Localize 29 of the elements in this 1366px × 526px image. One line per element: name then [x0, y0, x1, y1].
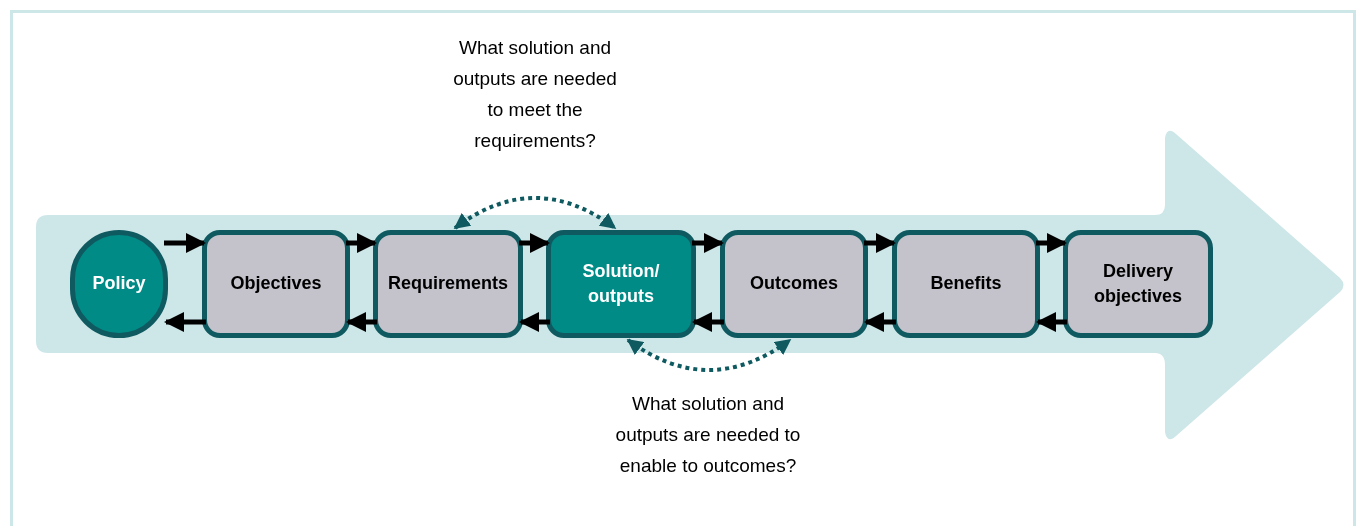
node-label: Solution/ outputs [581, 259, 661, 308]
arrow [692, 312, 724, 332]
arrow [519, 312, 550, 332]
process-box [373, 230, 523, 338]
arrow [346, 233, 377, 253]
process-box [202, 230, 350, 338]
process-box [546, 230, 696, 338]
node-label: Objectives [229, 272, 323, 296]
question-text: What solution and outputs are needed to meet the requirements? [452, 36, 618, 153]
process-box [1063, 230, 1213, 338]
arrow [864, 312, 896, 332]
process-box [720, 230, 868, 338]
arrow [453, 196, 617, 230]
arrow [1036, 233, 1067, 253]
node-label: Delivery objectives [1092, 259, 1183, 308]
arrow [692, 233, 724, 253]
arrow [1036, 312, 1067, 332]
node-label: Requirements [386, 272, 509, 296]
arrow [864, 233, 896, 253]
process-box [892, 230, 1040, 338]
question-text: What solution and outputs are needed to enable to outcomes? [615, 392, 801, 478]
arrow [164, 312, 206, 332]
arrow [164, 233, 206, 253]
arrow [626, 338, 792, 372]
node-label: Policy [91, 272, 147, 296]
node-label: Benefits [929, 272, 1003, 296]
arrow [519, 233, 550, 253]
arrow [346, 312, 377, 332]
node-label: Outcomes [749, 272, 839, 296]
